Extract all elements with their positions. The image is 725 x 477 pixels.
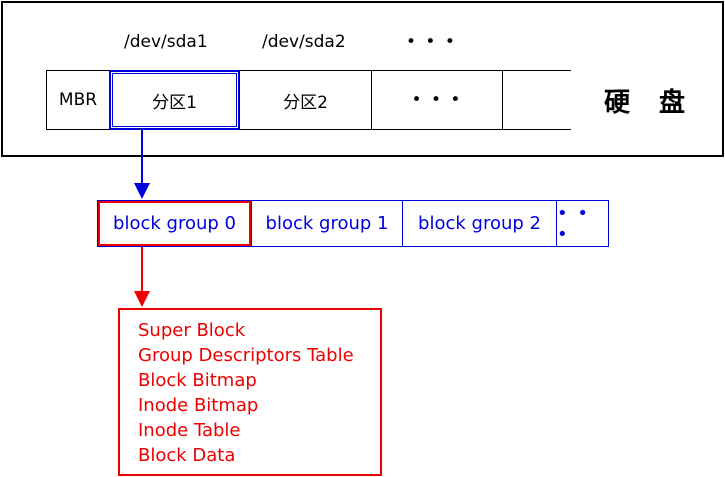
detail-group-descriptors-table: Group Descriptors Table [138, 345, 354, 366]
partition-open-cell [502, 70, 571, 130]
detail-inode-table: Inode Table [138, 420, 241, 441]
detail-super-block: Super Block [138, 320, 246, 341]
red-arrow [134, 247, 150, 307]
detail-block-data: Block Data [138, 445, 236, 466]
block-group-ellipsis: • • • [556, 200, 609, 247]
hard-disk-box [1, 1, 724, 157]
block-group-detail-box: Super Block Group Descriptors Table Bloc… [118, 308, 382, 476]
device-label-sda1: /dev/sda1 [124, 32, 208, 52]
device-label-sda2: /dev/sda2 [262, 32, 346, 52]
detail-block-bitmap: Block Bitmap [138, 370, 257, 391]
device-label-ellipsis: • • • [406, 32, 457, 52]
detail-inode-bitmap: Inode Bitmap [138, 395, 259, 416]
blue-arrow [134, 130, 150, 199]
disk-label: 硬 盘 [604, 88, 696, 118]
